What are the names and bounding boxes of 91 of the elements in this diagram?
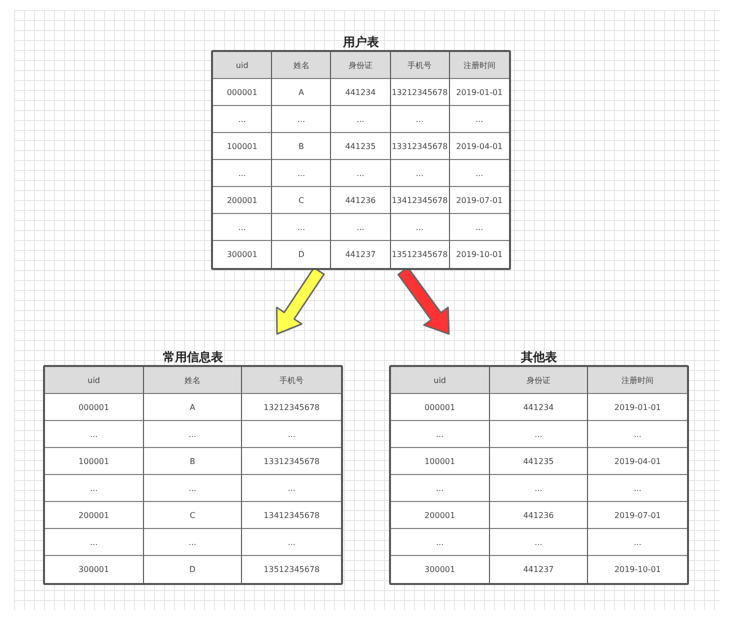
table-cell: ...	[144, 475, 242, 502]
header-cell: 手机号	[242, 367, 341, 394]
table-cell: 13512345678	[390, 241, 450, 268]
table-cell: ...	[390, 214, 450, 241]
table-cell: ...	[144, 529, 242, 556]
header-cell: uid	[391, 367, 490, 394]
table-cell: 000001	[391, 394, 490, 421]
header-cell: 姓名	[272, 52, 332, 79]
table-cell: ...	[272, 160, 332, 187]
table-cell: ...	[390, 160, 450, 187]
table-cell: ...	[490, 475, 588, 502]
table-cell: ...	[450, 214, 509, 241]
table-cell: ...	[331, 160, 391, 187]
table-cell: ...	[331, 214, 391, 241]
table-cell: 200001	[391, 502, 490, 529]
table-cell: ...	[45, 475, 144, 502]
table-cell: 13412345678	[390, 187, 450, 214]
table-cell: 2019-01-01	[450, 79, 509, 106]
table-cell: ...	[213, 106, 272, 133]
table-cell: 441236	[331, 187, 391, 214]
header-cell: 姓名	[144, 367, 242, 394]
table-cell: ...	[450, 106, 509, 133]
table-cell: 2019-04-01	[588, 448, 687, 475]
table-cell: C	[144, 502, 242, 529]
table-cell: ...	[242, 421, 341, 448]
table-cell: B	[144, 448, 242, 475]
table-cell: 100001	[45, 448, 144, 475]
table-cell: 300001	[45, 556, 144, 583]
table-cell: ...	[144, 421, 242, 448]
table-cell: ...	[242, 475, 341, 502]
table-cell: 300001	[213, 241, 272, 268]
table-title: 用户表	[342, 34, 380, 51]
table-cell: 200001	[45, 502, 144, 529]
table-cell: 441235	[331, 133, 391, 160]
table-cell: ...	[588, 475, 687, 502]
table-cell: B	[272, 133, 332, 160]
table-cell: ...	[242, 529, 341, 556]
table-cell: ...	[390, 106, 450, 133]
table-cell: 13212345678	[242, 394, 341, 421]
table-cell: ...	[588, 529, 687, 556]
table-cell: 441236	[490, 502, 588, 529]
table-cell: 100001	[391, 448, 490, 475]
table-cell: 100001	[213, 133, 272, 160]
table-cell: C	[272, 187, 332, 214]
table-cell: ...	[391, 421, 490, 448]
table-cell: 2019-07-01	[450, 187, 509, 214]
table-title: 其他表	[520, 349, 558, 366]
table-cell-text: 13512345678	[262, 564, 321, 576]
table-cell: ...	[272, 106, 332, 133]
table-cell: 200001	[213, 187, 272, 214]
table-cell: D	[272, 241, 332, 268]
table-cell: ...	[391, 529, 490, 556]
table-cell: 13312345678	[242, 448, 341, 475]
table-cell: ...	[45, 421, 144, 448]
table-cell: ...	[490, 421, 588, 448]
table-cell: 000001	[213, 79, 272, 106]
table-cell-text: 2019-10-01	[613, 564, 662, 576]
table-cell: 13212345678	[390, 79, 450, 106]
table-cell: ...	[450, 160, 509, 187]
header-cell: 身份证	[331, 52, 391, 79]
header-cell: 手机号	[390, 52, 450, 79]
table-cell: ...	[490, 529, 588, 556]
table-cell: 2019-07-01	[588, 502, 687, 529]
table-cell: ...	[213, 214, 272, 241]
header-cell: uid	[213, 52, 272, 79]
table-cell: ...	[391, 475, 490, 502]
table-cell: A	[144, 394, 242, 421]
header-cell: 注册时间	[450, 52, 509, 79]
table-cell-text: 2019-10-01	[455, 249, 504, 261]
table-title: 常用信息表	[162, 349, 224, 366]
table-cell: D	[144, 556, 242, 583]
table-cell: 300001	[391, 556, 490, 583]
table-cell: ...	[272, 214, 332, 241]
table-cell: ...	[45, 529, 144, 556]
table-cell: ...	[213, 160, 272, 187]
table-cell: ...	[588, 421, 687, 448]
table-cell: A	[272, 79, 332, 106]
header-cell: 身份证	[490, 367, 588, 394]
table-cell: 441237	[490, 556, 588, 583]
table-cell: 441234	[331, 79, 391, 106]
header-cell: uid	[45, 367, 144, 394]
table-cell: 441234	[490, 394, 588, 421]
table-cell: 13312345678	[390, 133, 450, 160]
table-cell: 2019-04-01	[450, 133, 509, 160]
table-cell: ...	[331, 106, 391, 133]
table-cell: 441235	[490, 448, 588, 475]
table-cell: 441237	[331, 241, 391, 268]
table-cell: 2019-01-01	[588, 394, 687, 421]
table-cell: 000001	[45, 394, 144, 421]
table-cell: 13412345678	[242, 502, 341, 529]
header-cell: 注册时间	[588, 367, 687, 394]
